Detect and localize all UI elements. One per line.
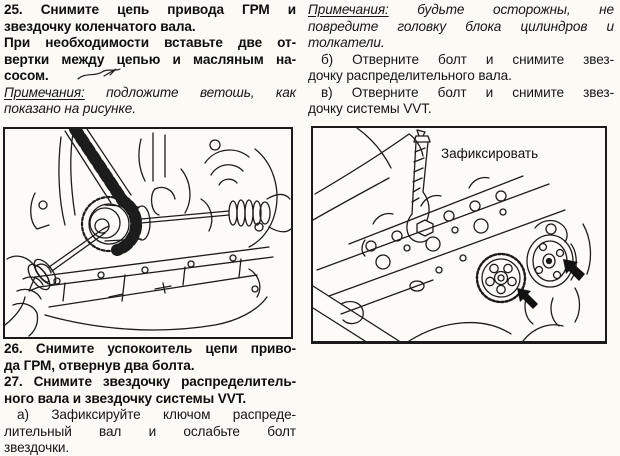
misc-engine-detail [313, 223, 592, 341]
step-27-paragraph: 27. Снимите звездочку распределитель-ног… [4, 374, 296, 407]
note-label: Примечания: [308, 2, 389, 17]
note-rest: показано на рисунке. [4, 101, 296, 118]
screwdriver-right [140, 193, 291, 233]
timing-chain-illustration [5, 129, 291, 337]
scribble-mark [77, 68, 121, 80]
cowl-outline [313, 128, 424, 221]
note-paragraph-right: Примечания: будьте осторожны, не повреди… [308, 2, 614, 52]
note-label: Примечания: [4, 84, 85, 100]
text-line: При необходимости вставьте две от- [4, 35, 296, 50]
crankshaft-sprocket [80, 195, 151, 253]
text-line: 27. Снимите звездочку распределитель- [4, 374, 296, 389]
step-v-paragraph: в) Отверните болт и снимите звез-дочку с… [308, 85, 614, 118]
vvt-sprocket [475, 252, 527, 304]
text-line: повредите головку блока цилиндров и [308, 18, 614, 34]
wrench [406, 129, 434, 243]
timing-chain [64, 129, 143, 256]
text-line: дочку распределительного вала. [308, 68, 512, 83]
text-line: толкатели. [308, 35, 385, 50]
text-line: вертки между цепью и масляным на- [4, 51, 296, 67]
camshaft-illustration: Зафиксировать [313, 128, 592, 341]
figure-camshaft-sprockets: Зафиксировать [311, 126, 607, 344]
engine-block-outline [30, 132, 278, 248]
note-text: подложите ветошь, как [84, 84, 296, 100]
step-26-paragraph: 26. Снимите успокоитель цепи приво-да ГР… [4, 341, 296, 374]
figure-label: Зафиксировать [441, 146, 538, 161]
cylinder-head [316, 175, 566, 315]
arrow-to-camshaft-sprocket-icon [563, 259, 585, 281]
note-paragraph-left: Примечания: подложите ветошь, как показа… [4, 85, 296, 118]
text-line: да ГРМ, отвернув два болта. [4, 357, 195, 373]
text-line: звездочки. [4, 440, 70, 455]
text-line: Примечания: будьте осторожны, не [308, 2, 614, 19]
right-column-top: Примечания: будьте осторожны, не повреди… [308, 2, 614, 118]
text-line: а) Зафиксируйте ключом распреде- [17, 407, 296, 422]
arrow-to-vvt-sprocket-icon [517, 288, 538, 309]
text-line: в) Отверните болт и снимите звез- [321, 84, 614, 100]
text-line: дочку системы VVT. [308, 101, 432, 116]
text-line: сосом. [4, 68, 49, 83]
text-line: звездочку коленчатого вала. [4, 18, 196, 34]
text-line: б) Отверните болт и снимите звез- [321, 51, 614, 67]
text-line: лительный вал и ослабьте болт [4, 423, 296, 439]
text-line: показано на рисунке. [4, 101, 136, 116]
figure-timing-chain [3, 127, 293, 339]
note-text: будьте осторожны, не [388, 2, 614, 17]
step-27a-paragraph: а) Зафиксируйте ключом распреде-лительны… [4, 407, 296, 456]
camshaft-sprocket [526, 219, 577, 288]
step-b-paragraph: б) Отверните болт и снимите звез-дочку р… [308, 52, 614, 85]
text-line: Примечания: подложите ветошь, как [4, 85, 296, 102]
text-line: 26. Снимите успокоитель цепи приво- [4, 341, 296, 356]
oil-pan [28, 246, 274, 331]
text-line: ного вала и звездочку системы VVT. [4, 390, 247, 406]
left-column-bottom: 26. Снимите успокоитель цепи приво-да ГР… [4, 341, 296, 456]
text-line: 25. Снимите цепь привода ГРМ и [4, 2, 296, 17]
step-25-continuation-paragraph: При необходимости вставьте две от-вертки… [4, 35, 296, 85]
